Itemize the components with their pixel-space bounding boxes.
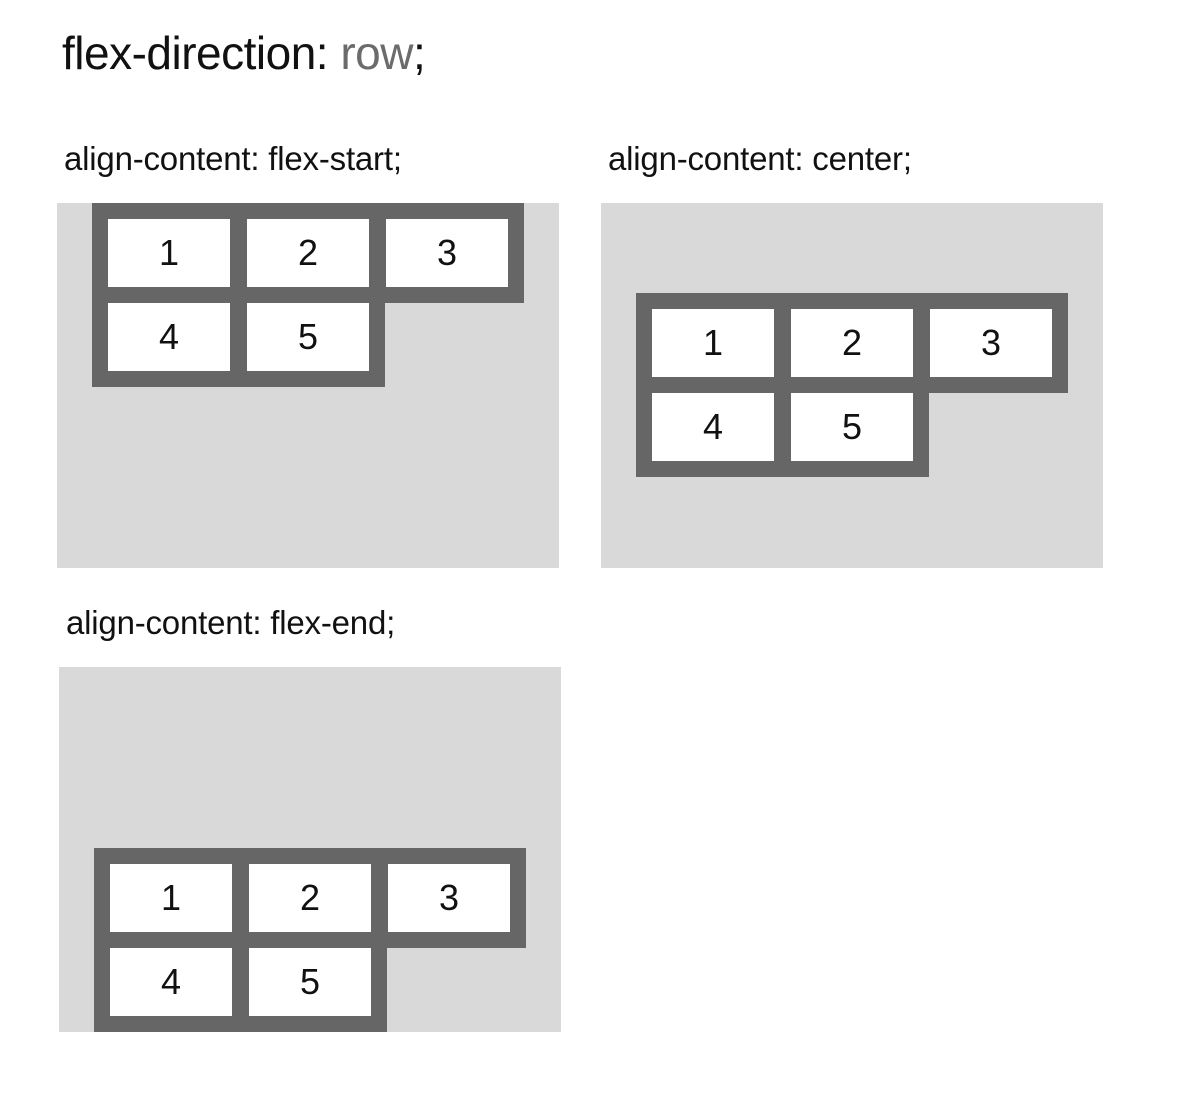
- title-property: flex-direction:: [62, 27, 329, 79]
- caption-center: align-content: center;: [608, 140, 912, 177]
- flex-item: 2: [247, 219, 369, 287]
- flex-line-1: 1 2 3: [92, 203, 524, 303]
- caption-flex-end: align-content: flex-end;: [66, 604, 396, 641]
- flex-item: 5: [791, 393, 913, 461]
- caption-flex-start: align-content: flex-start;: [64, 140, 402, 177]
- flex-item: 5: [249, 948, 371, 1016]
- flex-item: 4: [110, 948, 232, 1016]
- flex-item: 2: [249, 864, 371, 932]
- flex-item: 1: [652, 309, 774, 377]
- flex-item: 4: [108, 303, 230, 371]
- flex-item: 2: [791, 309, 913, 377]
- diagram-title: flex-direction: row;: [62, 27, 426, 79]
- flex-line-2: 4 5: [636, 377, 929, 477]
- flex-item: 3: [930, 309, 1052, 377]
- flex-line-2: 4 5: [94, 932, 387, 1032]
- flex-item: 3: [388, 864, 510, 932]
- flex-line-1: 1 2 3: [94, 848, 526, 948]
- flex-item: 1: [110, 864, 232, 932]
- panel-flex-end: 1 2 3 4 5: [59, 667, 561, 1032]
- flex-item: 4: [652, 393, 774, 461]
- panel-center: 1 2 3 4 5: [601, 203, 1103, 568]
- flex-item: 1: [108, 219, 230, 287]
- panel-flex-start: 1 2 3 4 5: [57, 203, 559, 568]
- title-suffix: ;: [412, 27, 426, 79]
- title-value: row: [340, 27, 413, 79]
- flex-item: 3: [386, 219, 508, 287]
- flex-line-1: 1 2 3: [636, 293, 1068, 393]
- flex-line-2: 4 5: [92, 287, 385, 387]
- flex-item: 5: [247, 303, 369, 371]
